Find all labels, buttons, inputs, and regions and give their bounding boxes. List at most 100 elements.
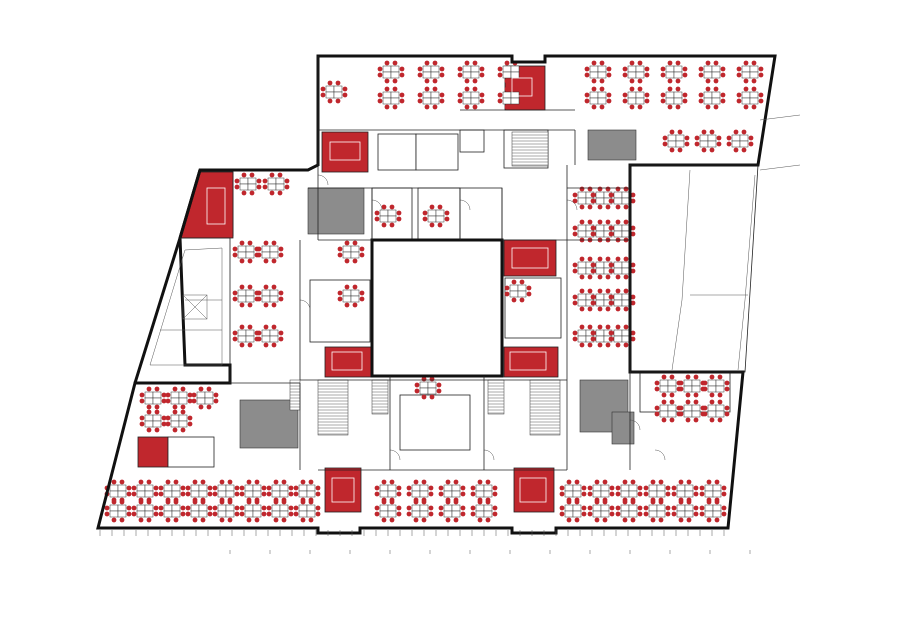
desk-icon: [247, 177, 257, 185]
chair-icon: [630, 225, 636, 231]
ramp-line: [737, 174, 756, 371]
chair-icon: [392, 60, 398, 66]
desk-icon: [245, 251, 255, 259]
desk-icon: [379, 504, 389, 512]
desk-icon: [589, 97, 599, 105]
chair-icon: [172, 386, 178, 392]
desk-icon: [739, 134, 749, 142]
enclosed-room: [377, 133, 417, 171]
chair-icon: [751, 86, 757, 92]
chair-icon: [424, 78, 430, 84]
chair-icon: [234, 485, 240, 491]
chair-icon: [439, 72, 445, 78]
workstation-cluster: [608, 219, 636, 243]
workstation-cluster: [643, 499, 671, 523]
chair-icon: [239, 258, 245, 264]
chair-icon: [644, 92, 650, 98]
chair-icon: [574, 517, 580, 523]
chair-icon: [751, 104, 757, 110]
desk-icon: [245, 295, 255, 303]
desk-icon: [635, 97, 645, 105]
chair-icon: [492, 491, 498, 497]
chair-icon: [271, 342, 277, 348]
chair-icon: [180, 409, 186, 415]
chair-icon: [615, 204, 621, 210]
workstation-cluster: [256, 240, 284, 264]
desk-icon: [712, 484, 722, 492]
chair-icon: [581, 491, 587, 497]
workstation-cluster: [615, 479, 643, 503]
chair-icon: [572, 231, 578, 237]
chair-icon: [165, 421, 171, 427]
desk-icon: [117, 490, 127, 498]
chair-icon: [660, 92, 666, 98]
chair-icon: [406, 491, 412, 497]
chair-icon: [271, 258, 277, 264]
chair-icon: [677, 129, 683, 135]
desk-icon: [171, 504, 181, 512]
desk-icon: [676, 510, 686, 518]
chair-icon: [721, 485, 727, 491]
chair-icon: [477, 499, 483, 505]
chair-icon: [678, 479, 684, 485]
workstation-cluster: [457, 60, 485, 84]
chair-icon: [138, 499, 144, 505]
chair-icon: [165, 392, 171, 398]
chair-icon: [559, 511, 565, 517]
stair-core: [529, 379, 561, 436]
chair-icon: [460, 491, 466, 497]
enclosed-room: [309, 279, 371, 343]
workstation-cluster: [131, 479, 159, 503]
workstation-cluster: [608, 256, 636, 280]
chair-icon: [479, 98, 485, 104]
desk-icon: [430, 97, 440, 105]
chair-icon: [519, 92, 525, 98]
desk-icon: [196, 397, 206, 405]
chair-icon: [717, 399, 723, 405]
chair-icon: [579, 204, 585, 210]
chair-icon: [678, 380, 684, 386]
chair-icon: [399, 66, 405, 72]
desk-icon: [225, 510, 235, 518]
desk-icon: [656, 484, 666, 492]
chair-icon: [587, 306, 593, 312]
door-swing-icon: [459, 199, 471, 211]
chair-icon: [453, 479, 459, 485]
desk-icon: [731, 134, 741, 142]
desk-icon: [237, 335, 247, 343]
chair-icon: [733, 129, 739, 135]
desk-icon: [683, 379, 693, 387]
chair-icon: [300, 499, 306, 505]
desk-icon: [577, 224, 587, 232]
chair-icon: [359, 246, 365, 252]
chair-icon: [256, 296, 262, 302]
desk-icon: [703, 97, 713, 105]
desk-icon: [665, 71, 675, 79]
chair-icon: [572, 300, 578, 306]
chair-icon: [457, 66, 463, 72]
desk-icon: [597, 91, 607, 99]
desk-icon: [269, 289, 279, 297]
chair-icon: [424, 86, 430, 92]
chair-icon: [661, 392, 667, 398]
chair-icon: [212, 505, 218, 511]
desk-icon: [462, 91, 472, 99]
desk-icon: [204, 391, 214, 399]
chair-icon: [684, 141, 690, 147]
workstation-cluster: [590, 288, 618, 312]
chair-icon: [584, 98, 590, 104]
chair-icon: [693, 491, 699, 497]
chair-icon: [622, 479, 628, 485]
workstation-cluster: [643, 479, 671, 503]
desk-icon: [470, 91, 480, 99]
desk-icon: [564, 484, 574, 492]
chair-icon: [172, 404, 178, 410]
door-swing-icon: [654, 449, 666, 461]
desk-icon: [279, 504, 289, 512]
chair-icon: [526, 285, 532, 291]
chair-icon: [736, 66, 742, 72]
chair-icon: [172, 409, 178, 415]
chair-icon: [308, 479, 314, 485]
chair-icon: [615, 511, 621, 517]
desk-icon: [350, 289, 360, 297]
